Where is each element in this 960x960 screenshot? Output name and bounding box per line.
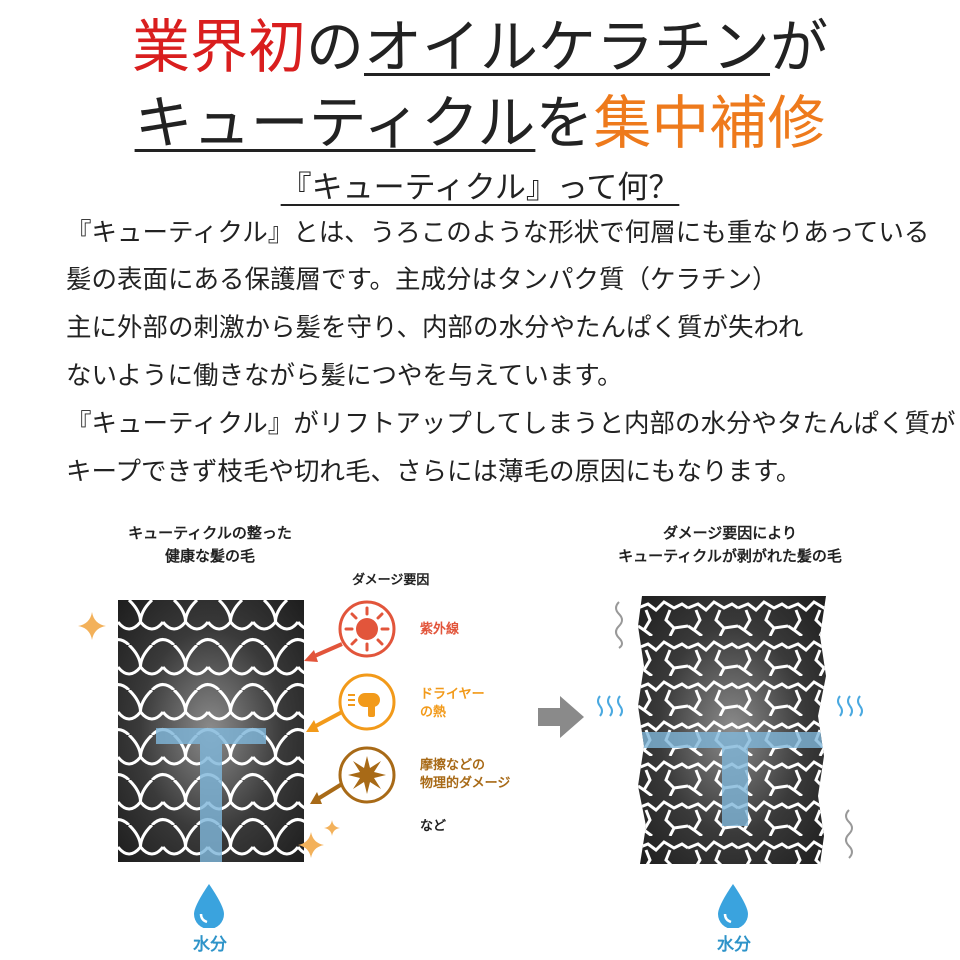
- right-caption-line2: キューティクルが剥がれた髪の毛: [618, 547, 842, 566]
- headline-oil-keratin: オイルケラチン: [364, 13, 771, 81]
- healthy-hair-illustration: [118, 600, 304, 862]
- damage-friction: 摩擦などの 物理的ダメージ: [420, 757, 510, 792]
- water-channel-left: [156, 728, 266, 862]
- damage-etc: など: [420, 819, 447, 834]
- damage-dryer-line1: ドライヤー: [420, 687, 485, 702]
- damage-dryer-line2: の熱: [420, 704, 447, 720]
- water-drop-icon-right: [718, 884, 748, 928]
- damage-friction-line1: 摩擦などの: [420, 758, 486, 773]
- damage-friction-line2: 物理的ダメージ: [420, 775, 511, 791]
- sparkle-icon-3: [324, 820, 340, 836]
- wavy-lines-icon-2: [845, 809, 853, 859]
- question-heading: 『キューティクル』って何？: [280, 170, 680, 206]
- headline-particle-ga: が: [770, 13, 829, 81]
- water-channel-right: [638, 732, 826, 826]
- wavy-lines-icon: [615, 601, 623, 649]
- headline-line2: キューティクルを集中補修: [0, 94, 960, 152]
- damaged-hair-illustration: [638, 596, 826, 864]
- headline-particle: の: [305, 13, 364, 81]
- right-caption: ダメージ要因により キューティクルが剥がれた髪の毛: [560, 522, 900, 569]
- headline-cuticle: キューティクル: [134, 89, 536, 157]
- left-caption: キューティクルの整った 健康な髪の毛: [80, 522, 340, 569]
- water-label-left: 水分: [193, 935, 227, 955]
- headline-red-text: 業界初: [131, 13, 306, 81]
- body-line-6: キープできず枝毛や切れ毛、さらには薄毛の原因にもなります。: [66, 457, 802, 487]
- water-escape-icon-left: [597, 695, 623, 717]
- headline-line1: 業界初のオイルケラチンが: [0, 18, 960, 76]
- left-caption-line2: 健康な髪の毛: [164, 547, 255, 566]
- sparkle-icon: [78, 612, 106, 640]
- damage-title: ダメージ要因: [352, 573, 430, 588]
- sun-icon: [338, 600, 396, 658]
- damage-arrows: [304, 642, 344, 804]
- friction-burst-icon: [338, 746, 396, 804]
- water-label-right: 水分: [717, 935, 751, 955]
- body-line-4: ないように働きながら髪につやを与えています。: [66, 361, 623, 391]
- body-line-3: 主に外部の刺激から髪を守り、内部の水分やたんぱく質が失われ: [66, 313, 804, 343]
- sparkle-icon-2: [298, 832, 324, 858]
- water-escape-icon-right: [837, 695, 863, 717]
- right-caption-line1: ダメージ要因により: [663, 524, 797, 542]
- damage-dryer: ドライヤー の熱: [420, 686, 485, 721]
- hair-dryer-icon: [338, 673, 396, 731]
- body-line-5: 『キューティクル』がリフトアップしてしまうと内部の水分やタたんぱく質が: [66, 409, 956, 439]
- body-line-2: 髪の表面にある保護層です。主成分はタンパク質（ケラチン）: [66, 265, 778, 295]
- headline-particle-wo: を: [535, 89, 594, 157]
- headline-orange-text: 集中補修: [593, 89, 826, 157]
- left-caption-line1: キューティクルの整った: [128, 524, 292, 542]
- water-drop-icon: [194, 884, 224, 928]
- body-line-1: 『キューティクル』とは、うろこのような形状で何層にも重なりあっている: [66, 218, 930, 248]
- transition-arrow-icon: [538, 696, 584, 738]
- damage-uv: 紫外線: [420, 622, 460, 637]
